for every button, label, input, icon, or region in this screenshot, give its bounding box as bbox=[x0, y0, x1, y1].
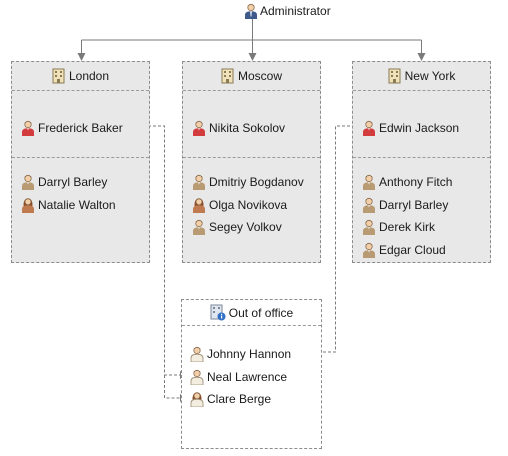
male-user-icon bbox=[362, 197, 376, 213]
group-manager-section: Nikita Sokolov bbox=[183, 91, 320, 158]
male-user-icon bbox=[192, 219, 206, 236]
manager-user-icon bbox=[21, 120, 35, 136]
person-nikita-sokolov[interactable]: Nikita Sokolov bbox=[192, 117, 285, 139]
person-name: Nikita Sokolov bbox=[209, 121, 286, 135]
root-node[interactable]: Administrator bbox=[244, 3, 331, 19]
group-name: Moscow bbox=[237, 69, 282, 83]
person-name: Clare Berge bbox=[207, 392, 272, 407]
male-user-icon bbox=[362, 219, 376, 236]
person-darryl-barley[interactable]: Darryl Barley bbox=[362, 194, 490, 217]
connector-jackson-to-hannon bbox=[309, 125, 360, 356]
person-name: Olga Novikova bbox=[209, 197, 288, 212]
person-neal-lawrence[interactable]: Neal Lawrence bbox=[190, 366, 321, 389]
group-employees: Anthony Fitch Darryl Barley bbox=[353, 158, 490, 261]
male-user-icon bbox=[190, 346, 204, 363]
male-user-icon bbox=[21, 174, 35, 191]
person-name: Edgar Cloud bbox=[379, 242, 446, 257]
person-name: Darryl Barley bbox=[379, 197, 449, 212]
building-icon bbox=[221, 68, 234, 84]
building-icon bbox=[52, 68, 65, 84]
group-manager-section: Edwin Jackson bbox=[353, 91, 490, 158]
group-employees: Darryl Barley Natalie Walton bbox=[12, 158, 149, 216]
person-name: Darryl Barley bbox=[38, 175, 108, 190]
person-johnny-hannon[interactable]: Johnny Hannon bbox=[190, 343, 321, 366]
person-name: Natalie Walton bbox=[38, 197, 116, 212]
male-user-icon bbox=[362, 174, 376, 191]
group-new-york[interactable]: New York Edwin Jackson bbox=[352, 61, 491, 263]
female-user-icon bbox=[190, 391, 204, 408]
building-info-icon bbox=[210, 304, 226, 321]
manager-user-icon bbox=[362, 120, 376, 136]
group-moscow[interactable]: Moscow Nikita Sokolov bbox=[182, 61, 321, 263]
group-header: New York bbox=[353, 62, 490, 91]
person-name: Johnny Hannon bbox=[207, 347, 292, 362]
group-out-of-office[interactable]: Out of office Johnny Hannon Neal Lawr bbox=[181, 299, 322, 449]
group-employees: Johnny Hannon Neal Lawrence Clare Berg bbox=[182, 326, 321, 411]
male-user-icon bbox=[362, 242, 376, 258]
person-natalie-walton[interactable]: Natalie Walton bbox=[21, 194, 149, 217]
root-label: Administrator bbox=[260, 4, 331, 18]
person-name: Derek Kirk bbox=[379, 220, 436, 235]
building-icon bbox=[388, 68, 401, 84]
person-name: Dmitriy Bogdanov bbox=[209, 175, 304, 190]
female-user-icon bbox=[192, 197, 206, 213]
person-frederick-baker[interactable]: Frederick Baker bbox=[21, 117, 123, 139]
person-clare-berge[interactable]: Clare Berge bbox=[190, 388, 321, 411]
person-dmitriy-bogdanov[interactable]: Dmitriy Bogdanov bbox=[192, 171, 320, 194]
person-name: Frederick Baker bbox=[38, 121, 123, 135]
group-name: Out of office bbox=[228, 305, 294, 320]
group-name: New York bbox=[404, 69, 456, 83]
admin-user-icon bbox=[244, 3, 258, 19]
person-anthony-fitch[interactable]: Anthony Fitch bbox=[362, 171, 490, 194]
group-header: Out of office bbox=[182, 300, 321, 326]
male-user-icon bbox=[192, 174, 206, 191]
group-london[interactable]: London Frederick Baker bbox=[11, 61, 150, 263]
person-derek-kirk[interactable]: Derek Kirk bbox=[362, 216, 490, 239]
person-name: Anthony Fitch bbox=[379, 175, 453, 190]
person-darryl-barley[interactable]: Darryl Barley bbox=[21, 171, 149, 194]
person-edgar-cloud[interactable]: Edgar Cloud bbox=[362, 239, 490, 262]
group-header: London bbox=[12, 62, 149, 91]
female-user-icon bbox=[21, 197, 35, 213]
person-name: Neal Lawrence bbox=[207, 369, 288, 384]
group-header: Moscow bbox=[183, 62, 320, 91]
male-user-icon bbox=[190, 369, 204, 385]
person-name: Edwin Jackson bbox=[379, 121, 460, 135]
manager-user-icon bbox=[192, 120, 206, 136]
connector-baker-to-berge bbox=[164, 375, 188, 402]
group-name: London bbox=[68, 69, 110, 83]
connector-baker-to-lawrence bbox=[143, 125, 188, 379]
group-employees: Dmitriy Bogdanov Olga Novikova bbox=[183, 158, 320, 239]
person-name: Segey Volkov bbox=[209, 220, 282, 235]
person-segey-volkov[interactable]: Segey Volkov bbox=[192, 216, 320, 239]
person-olga-novikova[interactable]: Olga Novikova bbox=[192, 194, 320, 217]
group-manager-section: Frederick Baker bbox=[12, 91, 149, 158]
person-edwin-jackson[interactable]: Edwin Jackson bbox=[362, 117, 459, 139]
